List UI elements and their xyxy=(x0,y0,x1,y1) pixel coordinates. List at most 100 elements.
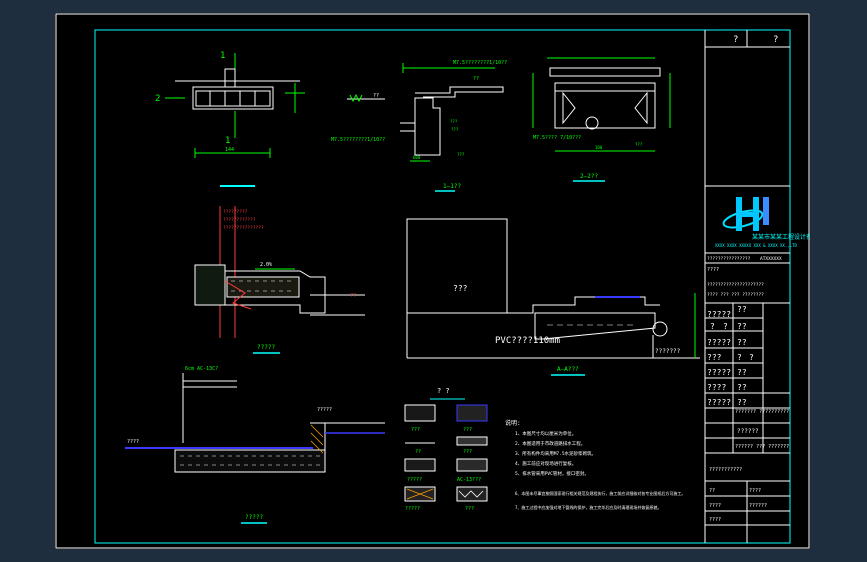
s2-dim-1: ??? xyxy=(635,142,643,147)
dl-tag-0: ????????? xyxy=(223,209,248,215)
tb-footer-2: ???? xyxy=(709,503,721,509)
s2-label: 2—2?? xyxy=(580,173,598,180)
tb-line-3: ???? xyxy=(707,267,719,273)
dl-label: ????? xyxy=(257,344,275,351)
notes-item-5: 6、本图未尽事宜按照国家现行相关规范及规程执行，施工前应详细核对各专业图纸后方可… xyxy=(515,490,685,496)
tb-cell-4-0: ????? xyxy=(707,368,731,377)
plan-label-bottom: 1 xyxy=(225,136,230,146)
tb-line-5: ???? ??? ??? ???????? xyxy=(707,292,764,298)
svg-text:???: ??? xyxy=(450,119,458,124)
legend-item-2: ?? xyxy=(415,449,421,455)
title-block: ? ? 某某市某某工程设计有限公司 XXXX XXXX XXXXX XXX & … xyxy=(704,30,810,543)
s1-note-mid: ?? xyxy=(473,76,479,82)
legend-swatch-5 xyxy=(456,458,488,472)
legend-item-4: ????? xyxy=(407,477,422,483)
tb-drawing-title-2: ?????? xyxy=(737,428,759,435)
tb-cell-6-0: ????? xyxy=(707,398,731,407)
section-a-a: ??? PVC????110mm ??????? A—A??? xyxy=(406,218,700,376)
s1-note-top: M7.5????????1/10?? xyxy=(453,60,507,66)
sa-pipe-label: PVC????110mm xyxy=(495,336,560,346)
legend-item-1: ??? xyxy=(463,427,472,433)
tb-cell-6-1: ?? xyxy=(737,398,747,407)
notes-title: 说明: xyxy=(505,419,521,427)
s1-dim-0: 600 xyxy=(413,155,421,160)
pavement-detail: 6cm AC-13C? ???? ????? ????? xyxy=(125,366,385,524)
legend-item-6: ????? xyxy=(405,506,420,512)
tb-header-right: ? xyxy=(773,35,778,45)
inner-frame xyxy=(94,29,791,544)
tb-drawing-title-4: ??????????? xyxy=(709,467,742,473)
tb-grid: ????? ?? ? ? ?? ????? ?? ??? ? ? ????? ?… xyxy=(705,305,790,454)
svg-text:??: ?? xyxy=(373,93,379,99)
tb-cell-0-1: ?? xyxy=(737,305,747,314)
tb-company-name: 某某市某某工程设计有限公司 xyxy=(752,233,810,241)
sa-right-note: ??????? xyxy=(655,348,681,355)
outer-frame xyxy=(55,13,810,549)
pv-right-tag: ????? xyxy=(317,407,332,413)
dl-tag-1: ???????????? xyxy=(223,217,256,223)
tb-cell-3-0: ??? xyxy=(707,353,722,362)
notes-item-1: 2、本图适用于市政道路排水工程。 xyxy=(515,440,585,447)
detail-left: ????????? ???????????? ??????????????? 2… xyxy=(194,206,365,354)
s1-note-left: M7.5????????1/10?? xyxy=(331,137,385,143)
cad-canvas: ? ? 某某市某某工程设计有限公司 XXXX XXXX XXXXX XXX & … xyxy=(55,13,810,549)
tb-cell-1-0: ? xyxy=(710,322,715,331)
plan-label-top: 1 xyxy=(220,51,225,61)
dl-tag-2: ??????????????? xyxy=(223,225,264,231)
legend-item-3: ??? xyxy=(463,449,472,455)
s2-dim-0: 100 xyxy=(595,145,603,150)
tb-line-2: ATXXXXXX xyxy=(760,256,782,262)
sa-block: ??? xyxy=(453,284,468,293)
tb-footer-4: ???? xyxy=(709,517,721,523)
plan-view: 1 2 144 1 xyxy=(155,51,305,187)
notes-item-4: 5、排水管采用PVC管材，接口密封。 xyxy=(515,470,589,477)
tb-cell-3-1: ? xyxy=(737,353,742,362)
company-logo xyxy=(722,197,769,231)
notes-item-0: 1、本图尺寸均以厘米为单位。 xyxy=(515,430,576,437)
notes-item-2: 3、所有构件均采用M7.5水泥砂浆砌筑。 xyxy=(515,450,596,457)
legend-swatch-3 xyxy=(456,436,488,446)
tb-cell-4-1: ?? xyxy=(737,368,747,377)
legend: ? ? ??? ??? ?? ??? ????? AC-13??? ????? … xyxy=(404,387,488,512)
tb-drawing-title-1: ??????? ?????????? xyxy=(735,409,789,415)
tb-cell-1-1: ? xyxy=(723,322,728,331)
tb-header-left: ? xyxy=(733,35,738,45)
tb-company-sub: XXXX XXXX XXXXX XXX & XXXX XX.,LTD xyxy=(715,243,797,248)
legend-item-5: AC-13??? xyxy=(457,477,481,483)
legend-swatch-4 xyxy=(404,458,436,472)
tb-line-4: ????????????????????? xyxy=(707,282,764,288)
plan-dim: 144 xyxy=(225,147,234,153)
tb-cell-5-0: ???? xyxy=(707,383,726,392)
pv-left-tag: ???? xyxy=(127,439,139,445)
tb-footer-0: ?? xyxy=(709,488,715,494)
pv-layer: 6cm AC-13C? xyxy=(185,366,218,372)
drawing-sheet: ? ? 某某市某某工程设计有限公司 XXXX XXXX XXXXX XXX & … xyxy=(55,13,810,549)
notes: 说明: 1、本图尺寸均以厘米为单位。 2、本图适用于市政道路排水工程。 3、所有… xyxy=(505,419,685,510)
dl-right-tag: ?? xyxy=(350,293,356,299)
s1-dim-1: ??? xyxy=(457,152,465,157)
svg-text:???: ??? xyxy=(451,127,459,132)
tb-cell-3-2: ? xyxy=(749,353,754,362)
pv-label: ????? xyxy=(245,514,263,521)
legend-item-0: ??? xyxy=(411,427,420,433)
tb-cell-1-2: ?? xyxy=(737,322,747,331)
legend-swatch-7 xyxy=(456,486,488,502)
plan-label-side: 2 xyxy=(155,94,160,104)
dl-slope: 2.0% xyxy=(260,262,272,268)
tb-cell-2-1: ?? xyxy=(737,338,747,347)
section-1-1: M7.5????????1/10?? ?? ?? ??? ??? M7.5???… xyxy=(331,60,507,192)
tb-footer-1: ???? xyxy=(749,488,761,494)
notes-item-6: 7、施工过程中应加强对地下管线的保护，施工完毕后应及时清理现场并恢复原貌。 xyxy=(515,504,661,510)
tb-cell-0-0: ????? xyxy=(707,310,731,319)
s2-note: M7.5???? 7/10??? xyxy=(533,135,581,141)
legend-title: ? ? xyxy=(437,387,450,395)
s1-label: 1—1?? xyxy=(443,183,461,190)
tb-cell-5-1: ?? xyxy=(737,383,747,392)
tb-footer-3: ?????? xyxy=(749,503,767,509)
legend-item-7: ??? xyxy=(465,506,474,512)
notes-item-3: 4、施工前应对现场进行复核。 xyxy=(515,460,576,467)
tb-drawing-title-3: ?????? ??? ??????? xyxy=(735,444,789,450)
section-2-2: 100 ??? M7.5???? 7/10??? 2—2?? xyxy=(532,57,671,182)
tb-line-1: ???????????????? xyxy=(707,256,751,262)
legend-swatch-1 xyxy=(456,404,488,422)
